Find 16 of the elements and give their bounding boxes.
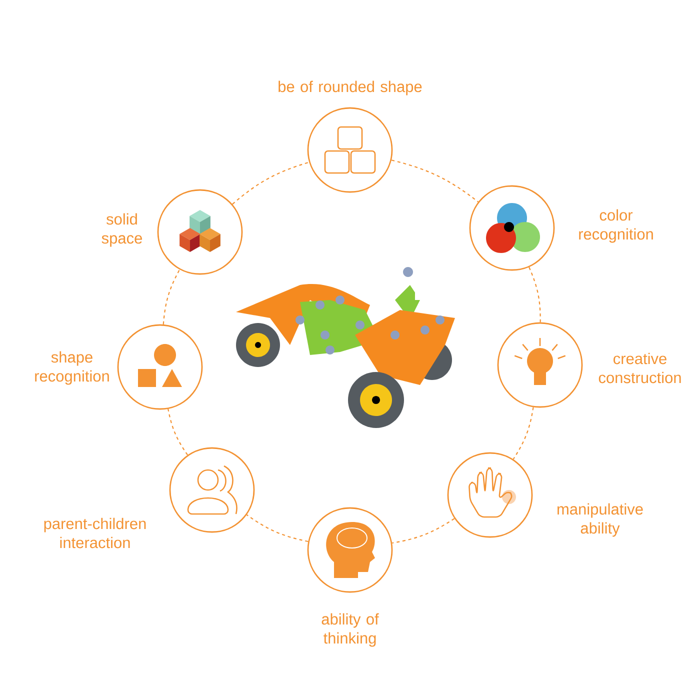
node-label: manipulative ability (558, 503, 643, 537)
node-label: color recognition (579, 209, 653, 243)
dashed-connector (168, 408, 188, 456)
dashed-connector (246, 514, 308, 542)
dashed-connector (392, 518, 455, 544)
dashed-connector (162, 269, 180, 324)
node-label: be of rounded shape (278, 80, 422, 96)
dashed-connector (391, 160, 479, 202)
dashed-connector (232, 162, 310, 205)
dashed-connector (512, 407, 534, 460)
node-label: solid space (102, 213, 142, 247)
node-label: shape recognition (35, 351, 109, 385)
node-label: parent-children interaction (44, 518, 146, 548)
dashed-connector (528, 266, 541, 322)
node-label: ability of thinking (322, 613, 379, 647)
node-label: creative construction (598, 352, 681, 384)
